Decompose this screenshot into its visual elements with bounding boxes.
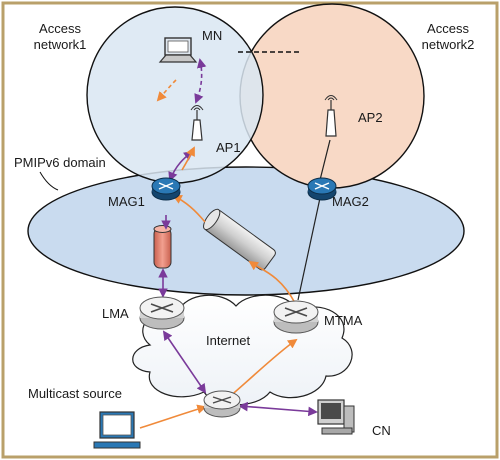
mtma-label: MTMA: [324, 313, 363, 328]
mn-downlink-arrow: [156, 79, 177, 102]
desktop-computer-icon: [317, 399, 355, 435]
mtma-mag1-tunnel: [203, 208, 276, 271]
ap2-label: AP2: [358, 110, 383, 125]
mag1-ap1-orange-arrow: [181, 146, 195, 171]
pmipv6-domain-pointer: [39, 171, 59, 191]
cn-label: CN: [372, 423, 391, 438]
router-icon: [151, 177, 181, 201]
access-network1-label-line2: network1: [34, 37, 87, 52]
access-point-icon: [324, 95, 338, 137]
router-icon: [139, 296, 185, 330]
internet-cn-arrow: [238, 401, 318, 417]
router-icon: [273, 300, 319, 334]
access-network2-label-line2: network2: [422, 37, 475, 52]
access-network1-circle: [86, 6, 264, 184]
pmipv6-domain-label: PMIPv6 domain: [14, 155, 106, 170]
laptop-icon: [158, 37, 198, 63]
lma-mag1-tunnel: [153, 225, 172, 269]
mag2-mtma-link: [297, 197, 321, 301]
desktop-computer-icon: [93, 411, 141, 449]
mag2-label: MAG2: [332, 194, 369, 209]
mn-ap1-arrow: [194, 58, 207, 104]
mn-label: MN: [202, 28, 222, 43]
access-point-icon: [190, 105, 204, 141]
internet-label: Internet: [206, 333, 250, 348]
source-internet-arrow: [139, 404, 207, 429]
mtma-tunnel-arrow: [248, 260, 296, 304]
ap1-label: AP1: [216, 140, 241, 155]
lma-internet-arrow: [162, 330, 207, 394]
mag1-label: MAG1: [108, 194, 145, 209]
access-network2-label-line1: Access: [427, 21, 469, 36]
router-icon: [307, 177, 337, 201]
access-network1-label-line1: Access: [39, 21, 81, 36]
multicast-source-label: Multicast source: [28, 386, 122, 401]
router-icon: [203, 390, 241, 418]
lma-label: LMA: [102, 306, 129, 321]
internet-mtma-arrow: [227, 338, 298, 399]
ap2-mag2-link: [319, 139, 331, 181]
